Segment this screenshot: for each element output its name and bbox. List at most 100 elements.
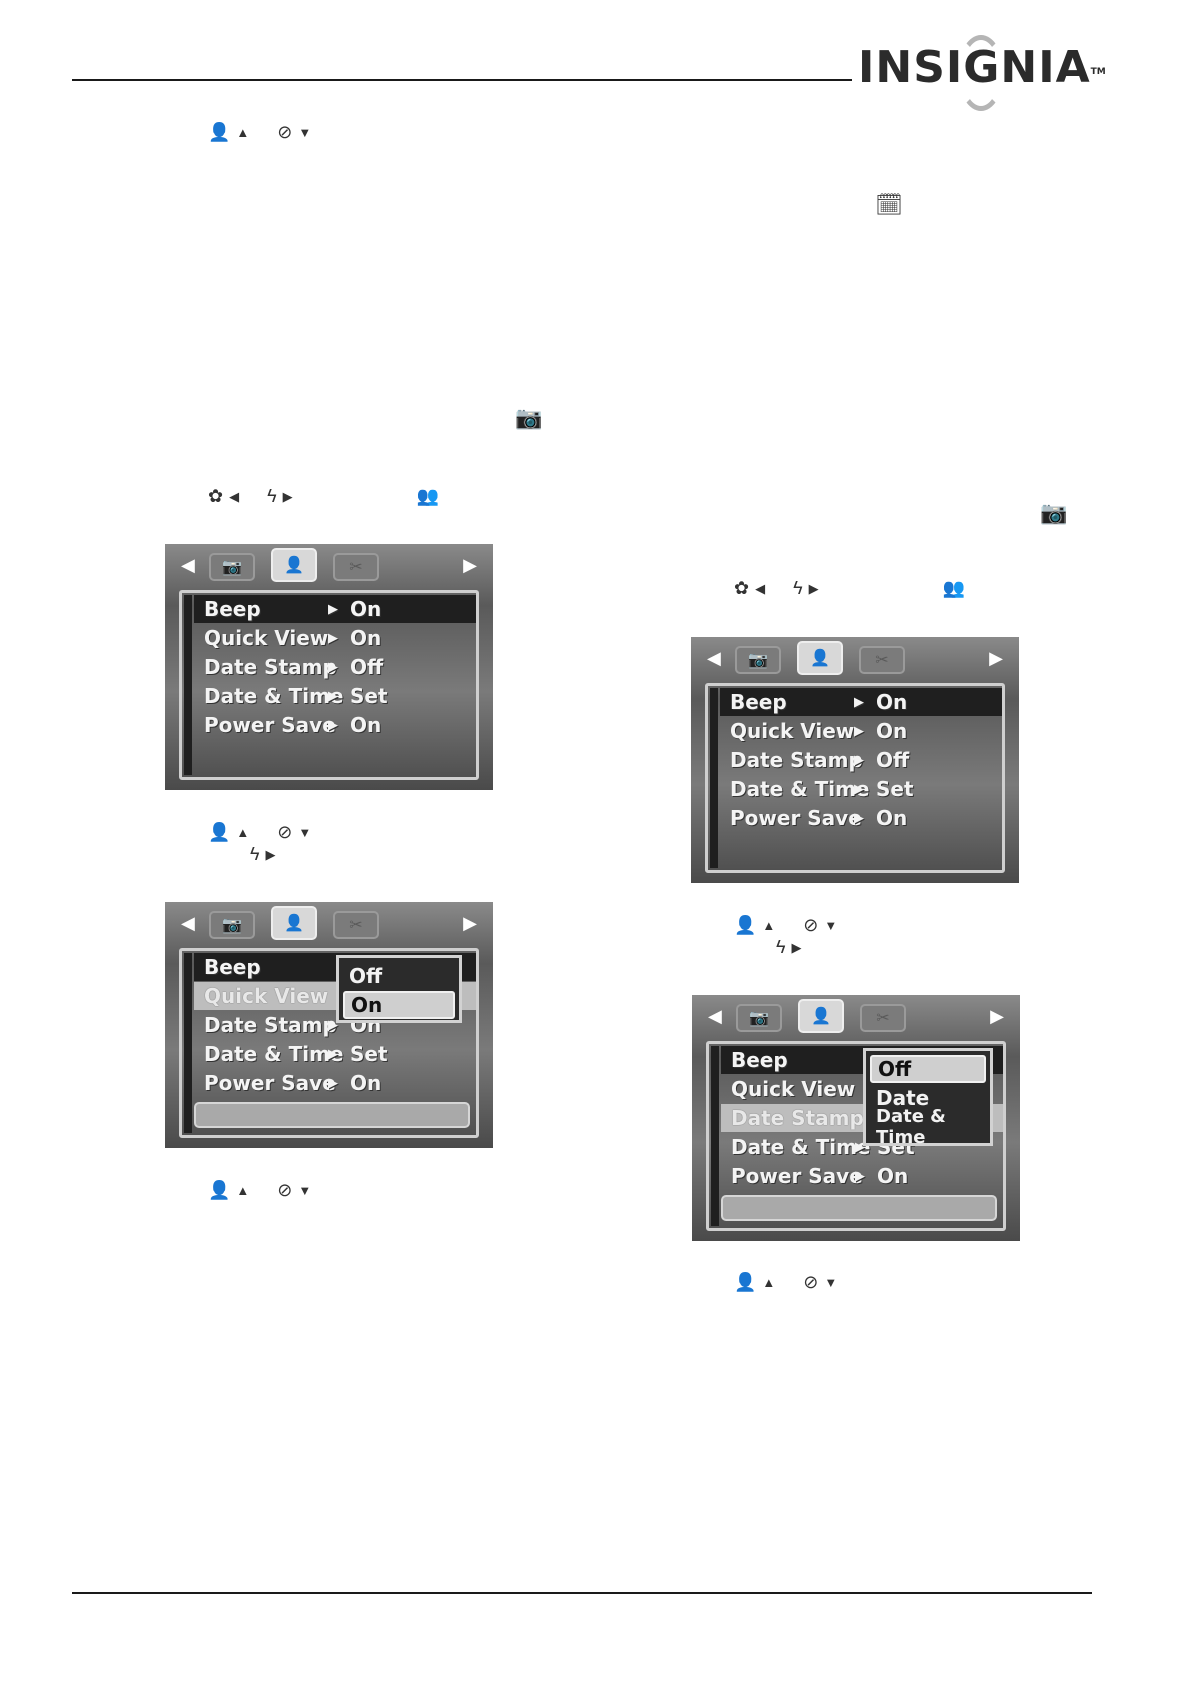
setup-tab-icon[interactable]: 👤 <box>798 999 844 1033</box>
setup-tab-icon[interactable]: 👤 <box>797 641 843 675</box>
icon-row-right: ϟ▶ <box>250 844 276 865</box>
camera-tab-icon[interactable]: 📷 <box>736 1004 782 1032</box>
menu-row[interactable]: Power Save▶On <box>204 713 382 737</box>
self-timer-icon: ⊘ <box>803 1272 819 1292</box>
menu-screen-4: ◀ 📷 👤 ✂ ▶ Beep Quick View Date Stamp Dat… <box>692 995 1020 1241</box>
option-popup: Off Date Date & Time <box>863 1048 993 1148</box>
date-stamp-icon: 🗓 <box>875 192 903 217</box>
popup-option[interactable]: Off <box>349 964 383 988</box>
down-arrow-icon: ▼ <box>298 125 312 140</box>
scrollbar <box>710 688 718 868</box>
icon-row-left-right: ✿◀ ϟ▶ 👥 <box>734 578 965 599</box>
flash-icon: ϟ <box>250 844 260 864</box>
tab-left-arrow[interactable]: ◀ <box>181 913 195 933</box>
tab-left-arrow[interactable]: ◀ <box>181 555 195 575</box>
setup-tab-icon[interactable]: 👤 <box>271 906 317 940</box>
portrait-icon: 👤 <box>208 822 231 842</box>
up-arrow-icon: ▲ <box>762 1275 776 1290</box>
tools-tab-icon[interactable]: ✂ <box>333 911 379 939</box>
menu-row[interactable]: Beep▶On <box>194 595 476 623</box>
scrollbar <box>184 953 192 1133</box>
footer-rule <box>72 1592 1092 1594</box>
icon-row-up-down: 👤▲ ⊘▼ <box>208 1180 311 1201</box>
insignia-logo: INSIGNIATM <box>858 35 1106 111</box>
up-arrow-icon: ▲ <box>236 125 250 140</box>
camera-icon: 📷 <box>515 405 543 430</box>
menu-row[interactable]: Beep▶On <box>720 688 1002 716</box>
menu-row[interactable]: Quick View▶On <box>204 626 382 650</box>
header-rule <box>72 79 852 81</box>
menu-screen-2: ◀ 📷 👤 ✂ ▶ Beep Quick View Date Stamp▶On … <box>165 902 493 1148</box>
icon-row-up-down: 👤▲ ⊘▼ <box>208 822 311 843</box>
icon-row-up-down: 👤 ▲ ⊘ ▼ <box>734 1272 837 1293</box>
popup-option[interactable]: Date <box>876 1086 930 1110</box>
menu-row[interactable]: Quick View <box>731 1077 856 1101</box>
menu-row[interactable]: Date & Time▶Set <box>204 1042 388 1066</box>
tools-tab-icon[interactable]: ✂ <box>860 1004 906 1032</box>
trademark: TM <box>1090 67 1106 77</box>
scrollbar <box>184 595 192 775</box>
logo-ring <box>958 35 1004 111</box>
left-arrow-icon: ◀ <box>229 488 240 504</box>
popup-option[interactable]: Date & Time <box>876 1106 946 1148</box>
down-arrow-icon: ▼ <box>298 1183 312 1198</box>
tab-right-arrow[interactable]: ▶ <box>989 648 1003 668</box>
tab-right-arrow[interactable]: ▶ <box>463 555 477 575</box>
setup-icon: 👥 <box>416 486 440 506</box>
menu-panel: Beep▶On Quick View▶On Date Stamp▶Off Dat… <box>705 683 1005 873</box>
tools-tab-icon[interactable]: ✂ <box>333 553 379 581</box>
menu-row[interactable]: Quick View▶On <box>730 719 908 743</box>
setup-tab-icon[interactable]: 👤 <box>271 548 317 582</box>
camera-tab-icon[interactable]: 📷 <box>735 646 781 674</box>
portrait-icon: 👤 <box>208 122 231 142</box>
right-arrow-icon: ▶ <box>265 846 276 862</box>
option-popup: Off On <box>336 955 462 1023</box>
up-arrow-icon: ▲ <box>762 918 776 933</box>
popup-option[interactable]: Off <box>870 1055 986 1083</box>
menu-screen-1: ◀ 📷 👤 ✂ ▶ Beep▶On Quick View▶On Date Sta… <box>165 544 493 790</box>
tools-tab-icon[interactable]: ✂ <box>859 646 905 674</box>
menu-row[interactable]: Date Stamp▶Off <box>204 655 384 679</box>
macro-icon: ✿ <box>734 578 750 598</box>
menu-panel: Beep▶On Quick View▶On Date Stamp▶Off Dat… <box>179 590 479 780</box>
portrait-icon: 👤 <box>734 1272 757 1292</box>
menu-row[interactable]: Date Stamp▶Off <box>730 748 910 772</box>
camera-tab-icon[interactable]: 📷 <box>209 911 255 939</box>
flash-icon: ϟ <box>793 578 803 598</box>
menu-row[interactable]: Date Stamp▶On <box>204 1013 382 1037</box>
right-arrow-icon: ▶ <box>808 580 819 596</box>
status-bar <box>194 1102 470 1128</box>
icon-row-left-right: ✿◀ ϟ▶ 👥 <box>208 486 439 507</box>
menu-row[interactable]: Power Save▶On <box>730 806 908 830</box>
portrait-icon: 👤 <box>208 1180 231 1200</box>
macro-icon: ✿ <box>208 486 224 506</box>
menu-row[interactable]: Date & Time▶Set <box>730 777 914 801</box>
up-arrow-icon: ▲ <box>236 825 250 840</box>
down-arrow-icon: ▼ <box>824 1275 838 1290</box>
menu-row[interactable]: Date & Time▶Set <box>204 684 388 708</box>
flash-icon: ϟ <box>267 486 277 506</box>
self-timer-icon: ⊘ <box>277 1180 293 1200</box>
icon-row-up-down: 👤▲ ⊘▼ <box>208 122 311 143</box>
portrait-icon: 👤 <box>734 915 757 935</box>
scrollbar <box>711 1046 719 1226</box>
tab-left-arrow[interactable]: ◀ <box>708 1006 722 1026</box>
right-arrow-icon: ▶ <box>791 939 802 955</box>
left-arrow-icon: ◀ <box>755 580 766 596</box>
status-bar <box>721 1195 997 1221</box>
flash-icon: ϟ <box>776 937 786 957</box>
menu-panel: Beep Quick View Date Stamp Date & Time▶S… <box>706 1041 1006 1231</box>
menu-row[interactable]: Power Save▶On <box>204 1071 382 1095</box>
tab-right-arrow[interactable]: ▶ <box>990 1006 1004 1026</box>
menu-panel: Beep Quick View Date Stamp▶On Date & Tim… <box>179 948 479 1138</box>
tab-left-arrow[interactable]: ◀ <box>707 648 721 668</box>
camera-icon: 📷 <box>1040 500 1068 525</box>
self-timer-icon: ⊘ <box>803 915 819 935</box>
menu-screen-3: ◀ 📷 👤 ✂ ▶ Beep▶On Quick View▶On Date Sta… <box>691 637 1019 883</box>
icon-row-right: ϟ▶ <box>776 937 802 958</box>
down-arrow-icon: ▼ <box>298 825 312 840</box>
menu-row[interactable]: Power Save▶On <box>731 1164 909 1188</box>
tab-right-arrow[interactable]: ▶ <box>463 913 477 933</box>
popup-option[interactable]: On <box>343 991 455 1019</box>
camera-tab-icon[interactable]: 📷 <box>209 553 255 581</box>
